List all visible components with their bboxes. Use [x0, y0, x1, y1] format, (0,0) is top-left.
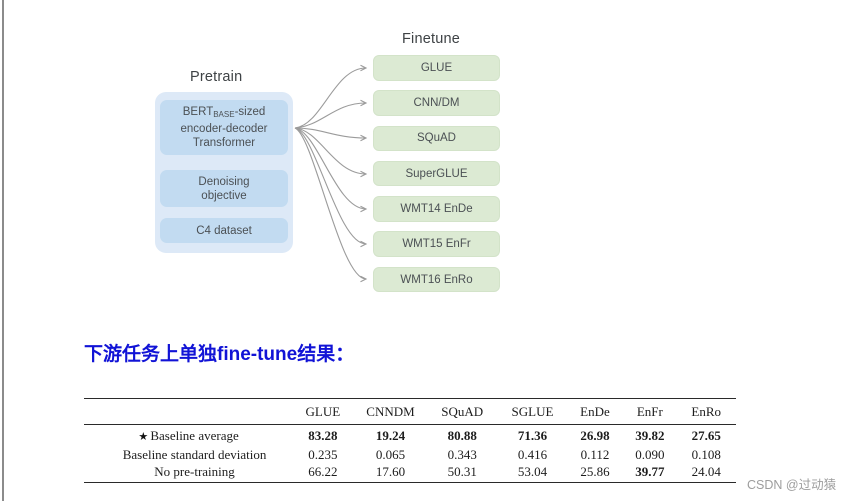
pretrain-model-box: BERTBASE-sized encoder-decoder Transform…	[160, 100, 288, 155]
column-header-glue: GLUE	[291, 398, 355, 425]
pretrain-title: Pretrain	[190, 69, 243, 85]
cell-value: 0.108	[691, 446, 721, 462]
column-header-enro: EnRo	[676, 398, 736, 425]
cell-value: 0.235	[308, 446, 338, 462]
cell-value: 25.86	[566, 462, 624, 483]
csdn-watermark: CSDN @过动猿	[747, 478, 837, 492]
task-box-wmt15: WMT15 EnFr	[373, 231, 500, 257]
cell-value: 26.98	[580, 427, 610, 443]
star-icon: ★	[138, 430, 149, 443]
task-box-glue: GLUE	[373, 55, 500, 81]
pretrain-dataset-box: C4 dataset	[160, 218, 288, 243]
column-header-ende: EnDe	[566, 398, 624, 425]
cell-value: 50.31	[426, 462, 499, 483]
cell-value: 66.22	[291, 462, 355, 483]
row-label: ★Baseline average	[84, 425, 291, 447]
task-box-cnndm: CNN/DM	[373, 90, 500, 116]
finetune-group: GLUE CNN/DM SQuAD SuperGLUE WMT14 EnDe W…	[373, 55, 500, 293]
cell-value: 0.416	[517, 446, 548, 462]
column-header-cnndm: CNNDM	[354, 398, 427, 425]
page-left-border	[2, 0, 4, 501]
column-header-sglue: SGLUE	[498, 398, 567, 425]
task-box-wmt14: WMT14 EnDe	[373, 196, 500, 222]
results-table-wrap: GLUE CNNDM SQuAD SGLUE EnDe EnFr EnRo ★B…	[84, 398, 736, 483]
finetune-title: Finetune	[402, 31, 461, 47]
table-row-baseline-average: ★Baseline average 83.28 19.24 80.88 71.3…	[84, 425, 736, 447]
task-box-superglue: SuperGLUE	[373, 160, 500, 187]
header-row: GLUE CNNDM SQuAD SGLUE EnDe EnFr EnRo	[84, 398, 736, 425]
cell-value: 71.36	[517, 427, 548, 443]
cell-value: 0.090	[635, 446, 665, 462]
cell-value: 27.65	[691, 427, 721, 443]
column-header-enfr: EnFr	[623, 398, 677, 425]
cell-value: 39.77	[623, 462, 677, 483]
model-line2: encoder-decoder	[180, 123, 268, 135]
pretrain-objective-box: Denoising objective	[160, 170, 288, 207]
cell-value: 80.88	[447, 427, 477, 443]
cell-value: 39.82	[635, 427, 665, 443]
model-line3: Transformer	[192, 137, 256, 149]
task-box-wmt16: WMT16 EnRo	[373, 266, 500, 293]
cell-value: 0.343	[447, 446, 477, 462]
cell-value: 0.065	[375, 446, 406, 462]
model-line1: BERTBASE-sized	[182, 106, 266, 119]
cell-value: 0.112	[580, 446, 610, 462]
task-box-squad: SQuAD	[373, 125, 500, 152]
row-label: Baseline standard deviation	[122, 446, 267, 462]
column-header-squad: SQuAD	[426, 398, 499, 425]
column-header-empty	[84, 398, 292, 425]
cell-value: 24.04	[676, 462, 736, 483]
table-row-no-pretraining: No pre-training 66.22 17.60 50.31 53.04 …	[84, 462, 736, 483]
cell-value: 19.24	[375, 427, 406, 443]
row-label: No pre-training	[84, 462, 292, 483]
pretrain-group: BERTBASE-sized encoder-decoder Transform…	[155, 92, 293, 253]
table-row-baseline-stddev: Baseline standard deviation 0.235 0.065 …	[84, 447, 736, 463]
cell-value: 53.04	[498, 462, 567, 483]
cell-value: 17.60	[354, 462, 427, 483]
cell-value: 83.28	[308, 427, 338, 443]
section-heading: 下游任务上单独fine-tune结果：	[84, 344, 355, 365]
results-table: GLUE CNNDM SQuAD SGLUE EnDe EnFr EnRo ★B…	[84, 398, 736, 483]
